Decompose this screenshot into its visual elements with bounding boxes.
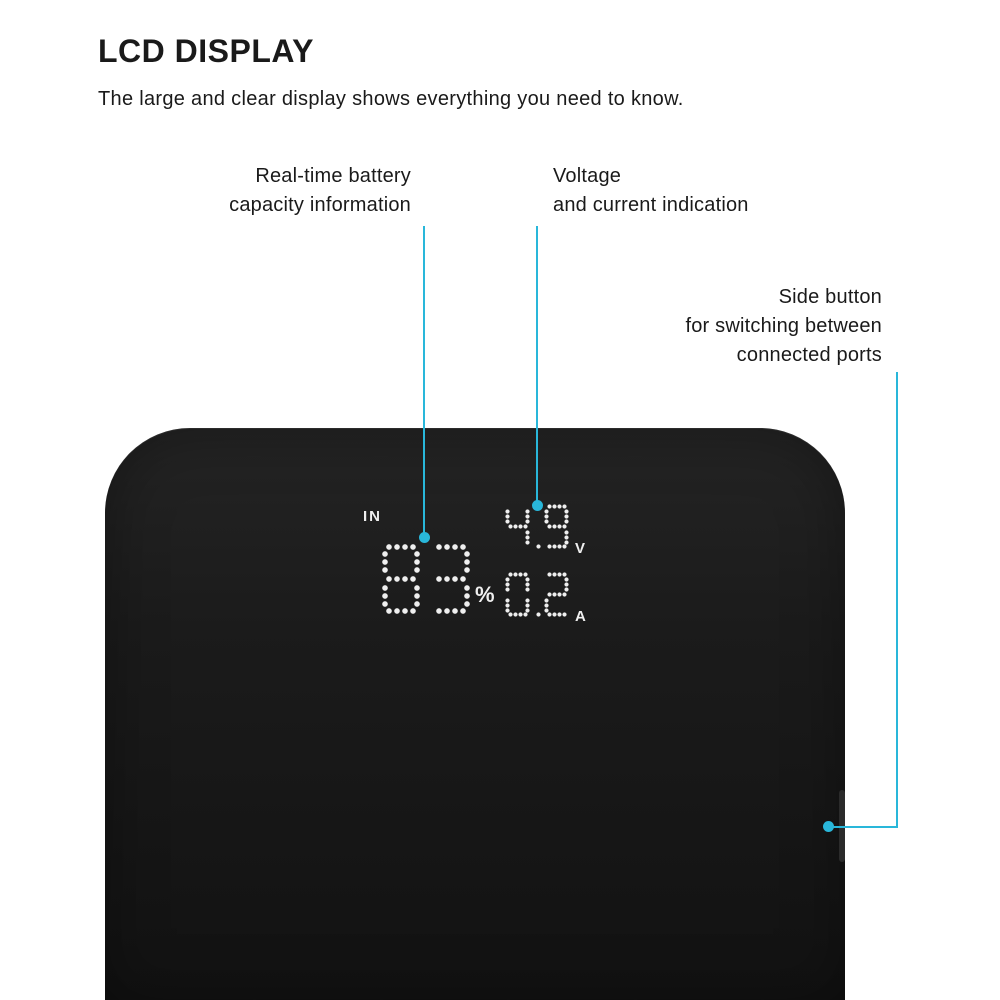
callout-side-line1: Side button bbox=[778, 286, 882, 308]
callout-battery-line1: Real-time battery bbox=[255, 165, 411, 187]
lcd-percent-symbol: % bbox=[475, 582, 495, 607]
callout-battery-dot bbox=[419, 532, 430, 543]
callout-voltage-line1: Voltage bbox=[553, 165, 622, 187]
callout-battery-label: Real-time battery capacity information bbox=[98, 162, 411, 220]
callout-side-dot bbox=[823, 821, 834, 832]
lcd-current-unit: A bbox=[575, 608, 586, 625]
callout-voltage-label: Voltage and current indication bbox=[553, 162, 853, 220]
callout-voltage-dot bbox=[532, 500, 543, 511]
lcd-display: IN % V A bbox=[105, 428, 845, 1000]
callout-side-line3: connected ports bbox=[736, 344, 882, 366]
callout-battery-leader-line bbox=[423, 226, 425, 533]
lcd-voltage-value bbox=[505, 504, 571, 549]
callout-side-leader-line-horizontal bbox=[832, 826, 898, 828]
callout-voltage-leader-line bbox=[536, 226, 538, 502]
callout-side-line2: for switching between bbox=[685, 315, 882, 337]
callout-side-leader-line-vertical bbox=[896, 372, 898, 828]
lcd-current-value bbox=[505, 572, 571, 617]
callout-voltage-line2: and current indication bbox=[553, 194, 749, 216]
lcd-battery-percent-value bbox=[381, 543, 473, 615]
page-subtitle: The large and clear display shows everyt… bbox=[98, 88, 684, 110]
callout-side-button-label: Side button for switching between connec… bbox=[582, 283, 882, 370]
lcd-voltage-unit: V bbox=[575, 540, 586, 557]
lcd-input-label: IN bbox=[363, 508, 382, 525]
page-title: LCD DISPLAY bbox=[98, 33, 314, 69]
powerbank-device: IN % V A bbox=[105, 428, 845, 1000]
callout-battery-line2: capacity information bbox=[229, 194, 411, 216]
